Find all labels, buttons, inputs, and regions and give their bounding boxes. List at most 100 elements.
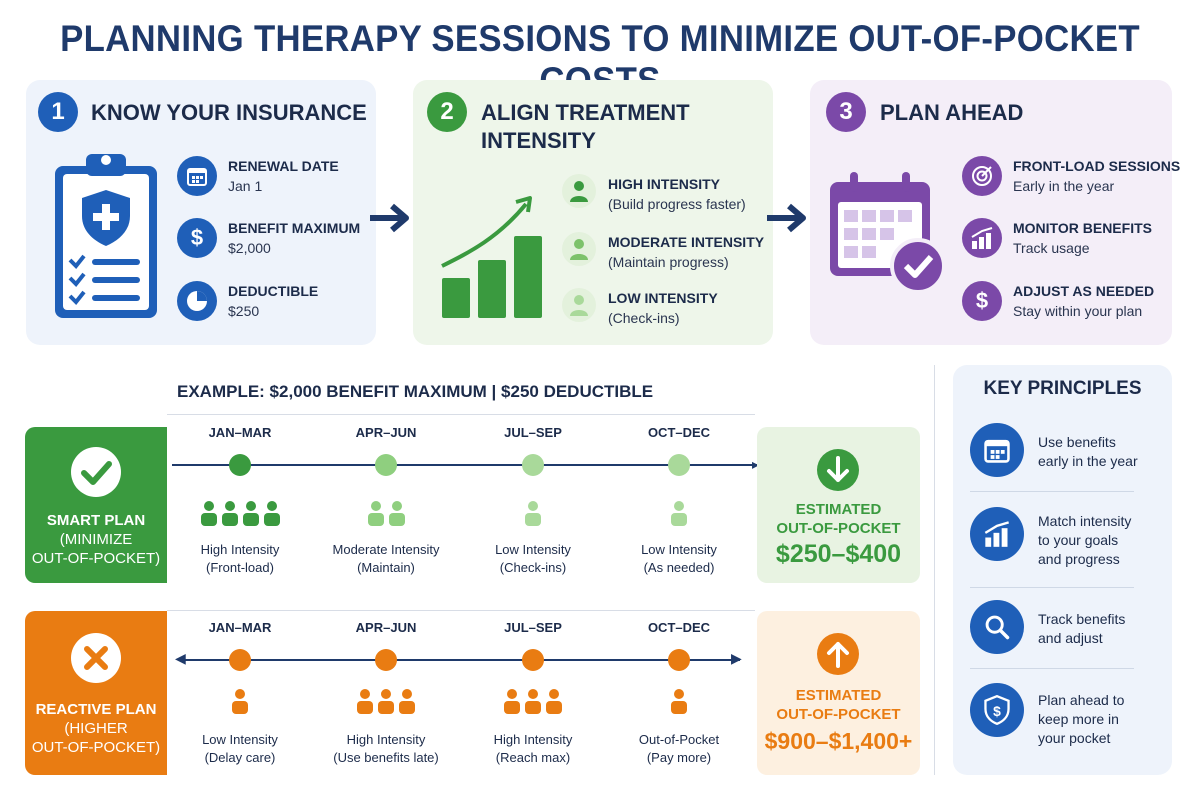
timeline-dot bbox=[375, 454, 397, 476]
person-icon bbox=[357, 689, 373, 714]
clipboard-shield-icon bbox=[50, 148, 162, 328]
svg-text:$: $ bbox=[993, 703, 1001, 719]
calendar-icon bbox=[177, 156, 217, 196]
shield-dollar-icon: $ bbox=[970, 683, 1024, 737]
intensity-label: Out-of-Pocket bbox=[638, 732, 720, 747]
magnifier-icon bbox=[970, 600, 1024, 654]
person-icon bbox=[221, 501, 238, 526]
reactive-plan-name: REACTIVE PLAN bbox=[35, 701, 157, 718]
step-2-number: 2 bbox=[427, 92, 467, 132]
person-icon bbox=[562, 174, 596, 208]
estimate-label-line: OUT-OF-POCKET bbox=[776, 706, 901, 723]
check-icon bbox=[70, 446, 122, 503]
person-icon bbox=[525, 501, 541, 526]
period-label: JUL–SEP bbox=[504, 425, 562, 440]
person-icon bbox=[504, 689, 520, 714]
high-intensity-label: HIGH INTENSITY bbox=[608, 176, 721, 192]
estimate-label-line: ESTIMATED bbox=[795, 687, 882, 704]
timeline-dot bbox=[375, 649, 397, 671]
period-label: APR–JUN bbox=[355, 620, 417, 635]
timeline-arrow-left-icon: ◀ bbox=[175, 650, 186, 666]
people-icons bbox=[609, 500, 749, 526]
benefit-maximum-value: $2,000 bbox=[228, 240, 271, 256]
person-icon bbox=[378, 689, 394, 714]
person-icon bbox=[232, 689, 248, 714]
intensity-label: High Intensity bbox=[346, 732, 426, 747]
moderate-intensity-value: (Maintain progress) bbox=[608, 254, 729, 270]
timeline-dot bbox=[668, 649, 690, 671]
bar-chart-icon bbox=[962, 218, 1002, 258]
person-icon bbox=[562, 232, 596, 266]
divider bbox=[934, 365, 935, 775]
person-icon bbox=[525, 689, 541, 714]
intensity-note: (Front-load) bbox=[206, 560, 274, 575]
intensity-note: (Pay more) bbox=[646, 750, 712, 765]
divider bbox=[970, 587, 1134, 588]
person-icon bbox=[671, 501, 687, 526]
people-icons bbox=[170, 500, 310, 526]
arrow-down-icon bbox=[816, 448, 860, 497]
intensity-note: (Delay care) bbox=[204, 750, 276, 765]
smart-plan-name: SMART PLAN bbox=[46, 512, 146, 529]
adjust-as-needed-value: Stay within your plan bbox=[1013, 303, 1143, 319]
reactive-plan-subtitle: (HIGHER bbox=[64, 720, 128, 737]
people-icons bbox=[316, 500, 456, 526]
high-intensity-value: (Build progress faster) bbox=[608, 196, 746, 212]
people-icons bbox=[463, 688, 603, 714]
step-3-number: 3 bbox=[826, 92, 866, 132]
front-load-label: FRONT-LOAD SESSIONS bbox=[1013, 158, 1181, 174]
adjust-as-needed-label: ADJUST AS NEEDED bbox=[1013, 283, 1155, 299]
principle-text: your pocket bbox=[1038, 730, 1111, 746]
people-icons bbox=[609, 688, 749, 714]
x-icon bbox=[70, 632, 122, 689]
principle-text: early in the year bbox=[1038, 453, 1138, 469]
person-icon bbox=[399, 689, 415, 714]
low-intensity-label: LOW INTENSITY bbox=[608, 290, 718, 306]
period-label: JAN–MAR bbox=[208, 425, 272, 440]
dollar-icon: $ bbox=[962, 281, 1002, 321]
principle-text: and adjust bbox=[1038, 630, 1103, 646]
growth-chart-icon bbox=[436, 192, 548, 327]
calendar-check-icon bbox=[826, 170, 948, 301]
low-intensity-value: (Check-ins) bbox=[608, 310, 680, 326]
principle-text: and progress bbox=[1038, 551, 1120, 567]
person-icon bbox=[263, 501, 280, 526]
principle-text: Track benefits bbox=[1038, 611, 1126, 627]
period-label: APR–JUN bbox=[355, 425, 417, 440]
example-caption: EXAMPLE: $2,000 BENEFIT MAXIMUM | $250 D… bbox=[177, 382, 654, 401]
monitor-benefits-label: MONITOR BENEFITS bbox=[1013, 220, 1152, 236]
period-label: OCT–DEC bbox=[647, 620, 711, 635]
step-2-title: ALIGN TREATMENT INTENSITY bbox=[481, 100, 690, 153]
principle-text: to your goals bbox=[1038, 532, 1119, 548]
intensity-label: Low Intensity bbox=[641, 542, 717, 557]
period-label: JAN–MAR bbox=[208, 620, 272, 635]
deductible-value: $250 bbox=[228, 303, 260, 319]
people-icons bbox=[463, 500, 603, 526]
smart-plan-subtitle: OUT-OF-POCKET) bbox=[31, 550, 161, 567]
step-1-number: 1 bbox=[38, 92, 78, 132]
intensity-note: (Check-ins) bbox=[499, 560, 567, 575]
period-label: OCT–DEC bbox=[647, 425, 711, 440]
estimate-label-line: OUT-OF-POCKET bbox=[776, 520, 901, 537]
timeline-dot bbox=[229, 649, 251, 671]
estimate-label: ESTIMATED OUT-OF-POCKET bbox=[757, 686, 920, 724]
smart-plan-timeline bbox=[167, 427, 755, 583]
estimate-label-line: ESTIMATED bbox=[795, 501, 882, 518]
front-load-value: Early in the year bbox=[1013, 178, 1115, 194]
timeline-line bbox=[172, 464, 762, 466]
person-icon bbox=[546, 689, 562, 714]
target-icon bbox=[962, 156, 1002, 196]
timeline-dot bbox=[229, 454, 251, 476]
arrow-right-icon bbox=[765, 200, 809, 241]
intensity-label: High Intensity bbox=[200, 542, 280, 557]
timeline-dot bbox=[522, 649, 544, 671]
person-icon bbox=[242, 501, 259, 526]
deductible-label: DEDUCTIBLE bbox=[228, 283, 319, 299]
timeline-arrow-right-icon: ▶ bbox=[731, 650, 742, 666]
moderate-intensity-label: MODERATE INTENSITY bbox=[608, 234, 765, 250]
person-icon bbox=[388, 501, 405, 526]
principle-text: keep more in bbox=[1038, 711, 1119, 727]
person-icon bbox=[200, 501, 217, 526]
person-icon bbox=[671, 689, 687, 714]
dollar-icon: $ bbox=[177, 218, 217, 258]
